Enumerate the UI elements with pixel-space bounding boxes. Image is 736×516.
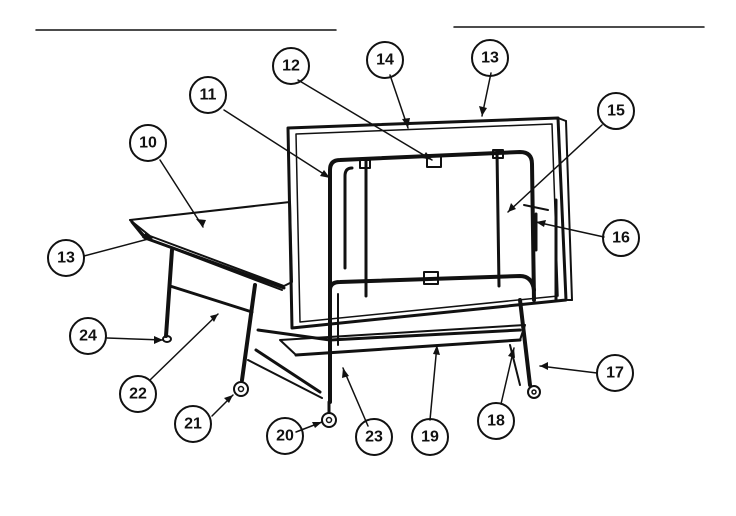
callout-18: 18 [477,402,515,440]
callout-14: 14 [366,41,404,79]
callout-16: 16 [602,219,640,257]
arrowhead [479,106,487,116]
callout-16-label: 16 [612,230,630,247]
callout-21-label: 21 [184,416,202,433]
callout-20-label: 20 [276,428,294,445]
arrowhead [422,152,432,160]
callout-20: 20 [266,417,304,455]
arrowhead [536,220,546,227]
arrowhead [508,348,515,358]
callout-24: 24 [69,317,107,355]
callout-13-top: 13 [471,39,509,77]
callout-12-label: 12 [282,58,300,75]
arrowhead [196,219,206,227]
arrowhead [402,118,410,128]
arrowheads [142,106,548,428]
left-legs [162,248,257,397]
callout-22: 22 [119,375,157,413]
callout-10-label: 10 [139,135,157,152]
arrowhead [508,203,516,212]
arrowhead [154,336,163,344]
table-drawing [129,116,573,428]
callout-23: 23 [355,418,393,456]
callout-13-left: 13 [47,239,85,277]
callout-15: 15 [597,92,635,130]
callout-18-label: 18 [487,413,505,430]
callout-14-label: 14 [376,52,394,69]
support-frame [328,149,558,302]
callout-13-top-label: 13 [481,50,499,67]
callout-19-label: 19 [421,429,439,446]
callout-17-label: 17 [606,365,624,382]
callout-23-label: 23 [365,429,383,446]
arrowhead [224,395,233,403]
callout-12: 12 [272,47,310,85]
arrowhead [342,368,349,378]
arrowhead [142,232,152,238]
arrowhead [210,314,218,322]
callout-13-left-label: 13 [57,250,75,267]
arrowhead [312,422,322,428]
callouts: 10 11 12 14 13 13 15 16 [47,39,640,456]
callout-15-label: 15 [607,103,625,120]
flat-table-half [129,201,293,291]
callout-24-label: 24 [79,328,97,345]
callout-11: 11 [189,76,227,114]
callout-21: 21 [174,405,212,443]
arrowhead [540,362,548,370]
arrowhead [320,170,330,178]
callout-19: 19 [411,418,449,456]
undercarriage-frame [247,290,541,428]
callout-17: 17 [596,354,634,392]
callout-22-label: 22 [129,386,147,403]
callout-11-label: 11 [200,87,217,104]
arrowhead [433,345,440,355]
callout-10: 10 [129,124,167,162]
header-rules [35,26,705,31]
